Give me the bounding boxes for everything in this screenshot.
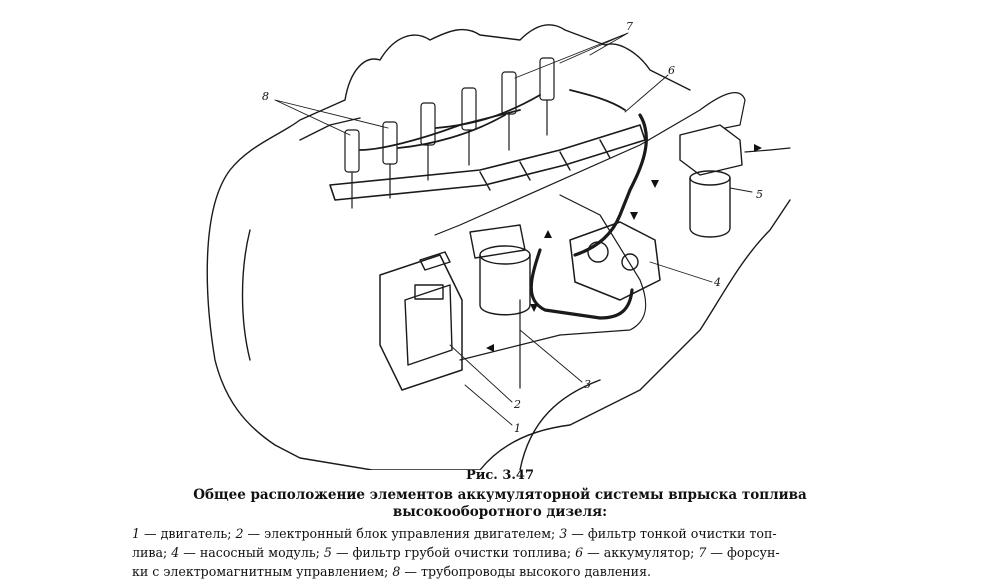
high-pressure-lines [359,89,626,151]
legend-text: ки с электромагнитным управлением; [132,564,393,579]
legend-text: — двигатель; [140,526,236,541]
legend-num-1: 1 [132,526,141,541]
injectors [344,57,555,209]
pump-module [569,221,661,301]
flow-arrows [486,144,762,352]
figure-title: Общее расположение элементов аккумулятор… [0,487,1000,521]
legend-num-5: 5 [323,545,332,560]
figure-title-line-1: Общее расположение элементов аккумулятор… [193,487,807,503]
engine-outline [206,24,791,470]
ecu-unit [379,251,463,391]
figure-number: Рис. 3.47 [465,468,535,483]
fuel-supply-lines [529,113,648,320]
figure-legend: 1 — двигатель; 2 — электронный блок упра… [132,524,868,581]
engine-fuel-system-drawing: 7 6 8 5 4 3 2 1 [206,20,791,470]
callout-6: 6 [668,64,675,77]
legend-num-2: 2 [235,526,244,541]
callout-5: 5 [756,188,763,201]
legend-num-7: 7 [698,545,707,560]
callout-8: 8 [262,90,269,103]
coarse-fuel-filter [679,124,743,238]
legend-text: — насосный модуль; [179,545,324,560]
legend-num-8: 8 [392,564,401,579]
callout-3: 3 [584,378,591,391]
legend-text: — электронный блок управления двигателем… [243,526,560,541]
callout-7: 7 [626,20,633,33]
fine-fuel-filter [469,224,531,316]
legend-num-3: 3 [559,526,568,541]
legend-text: лива; [132,545,172,560]
callout-1: 1 [514,422,521,435]
legend-text: — трубопроводы высокого давления. [400,564,652,579]
engine-inner-contour [241,117,601,470]
return-lines [434,92,791,389]
figure-title-line-2: высокооборотного дизеля: [392,504,608,520]
legend-num-4: 4 [171,545,180,560]
legend-num-6: 6 [575,545,584,560]
callout-leaders [274,32,753,426]
fuel-rail [329,124,646,201]
legend-line-1: 1 — двигатель; 2 — электронный блок упра… [132,524,868,543]
callout-4: 4 [713,276,721,289]
legend-text: — форсун- [706,545,780,560]
legend-text: — аккумулятор; [583,545,699,560]
legend-line-3: ки с электромагнитным управлением; 8 — т… [132,562,868,581]
callout-2: 2 [513,398,521,411]
legend-text: — фильтр грубой очистки топлива; [331,545,576,560]
legend-text: — фильтр тонкой очистки топ- [567,526,777,541]
legend-line-2: лива; 4 — насосный модуль; 5 — фильтр гр… [132,543,868,562]
